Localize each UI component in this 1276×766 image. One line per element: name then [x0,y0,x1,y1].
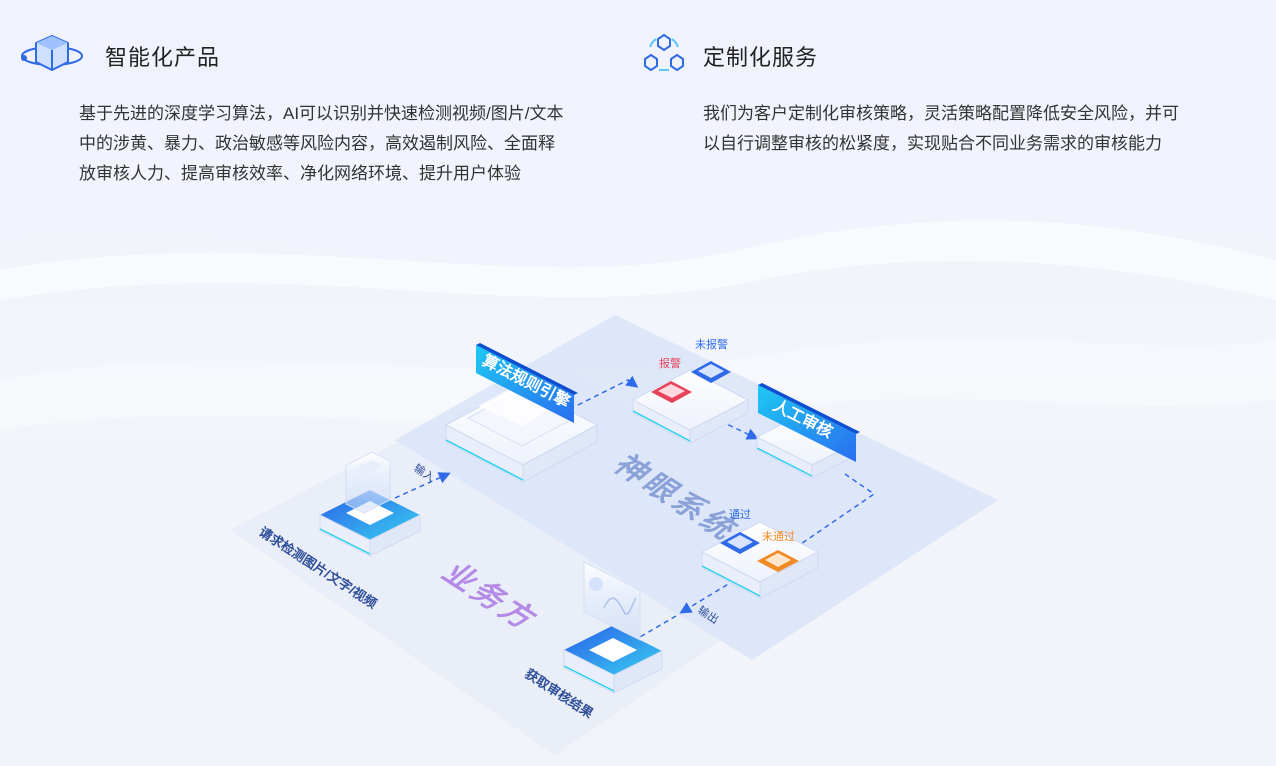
feature-description-line: 以自行调整审核的松紧度，实现贴合不同业务需求的审核能力 [703,134,1162,153]
manual-review-block: 人工审核 [755,383,860,479]
feature-description: 我们为客户定制化审核策略，灵活策略配置降低安全风险，并可 以自行调整审核的松紧度… [703,99,1223,159]
pass-label: 通过 [729,508,751,521]
flow-judge-to-manual [711,416,759,440]
feature-description-line: 放审核人力、提高审核效率、净化网络环境、提升用户体验 [79,164,521,183]
flow-to-result-pad [639,615,677,638]
request-pad [319,451,421,557]
decision-block: 报警 未报警 [631,337,750,444]
flow-manual-to-result [797,473,876,547]
feature-title: 智能化产品 [105,45,221,70]
feature-description-line: 中的涉黄、暴力、政治敏感等风险内容，高效遏制风险、全面释 [79,134,555,153]
cube-orbit-icon [20,32,84,81]
result-split-block: 通过 未通过 [700,508,820,599]
flow-input-line [394,472,451,499]
algorithm-engine-block: 算法规则引擎 [444,343,599,483]
fail-label: 未通过 [762,530,795,543]
flow-engine-to-judge [577,375,639,406]
no-alarm-label: 未报警 [695,337,728,351]
feature-title: 定制化服务 [703,45,819,70]
flow-output-line [679,579,736,614]
feature-description-line: 我们为客户定制化审核策略，灵活策略配置降低安全风险，并可 [703,104,1179,123]
feature-description: 基于先进的深度学习算法，AI可以识别并快速检测视频/图片/文本 中的涉黄、暴力、… [79,99,599,189]
alarm-label: 报警 [659,356,681,370]
result-pad [563,561,663,694]
feature-description-line: 基于先进的深度学习算法，AI可以识别并快速检测视频/图片/文本 [79,104,564,123]
hexagon-network-icon [642,33,686,78]
